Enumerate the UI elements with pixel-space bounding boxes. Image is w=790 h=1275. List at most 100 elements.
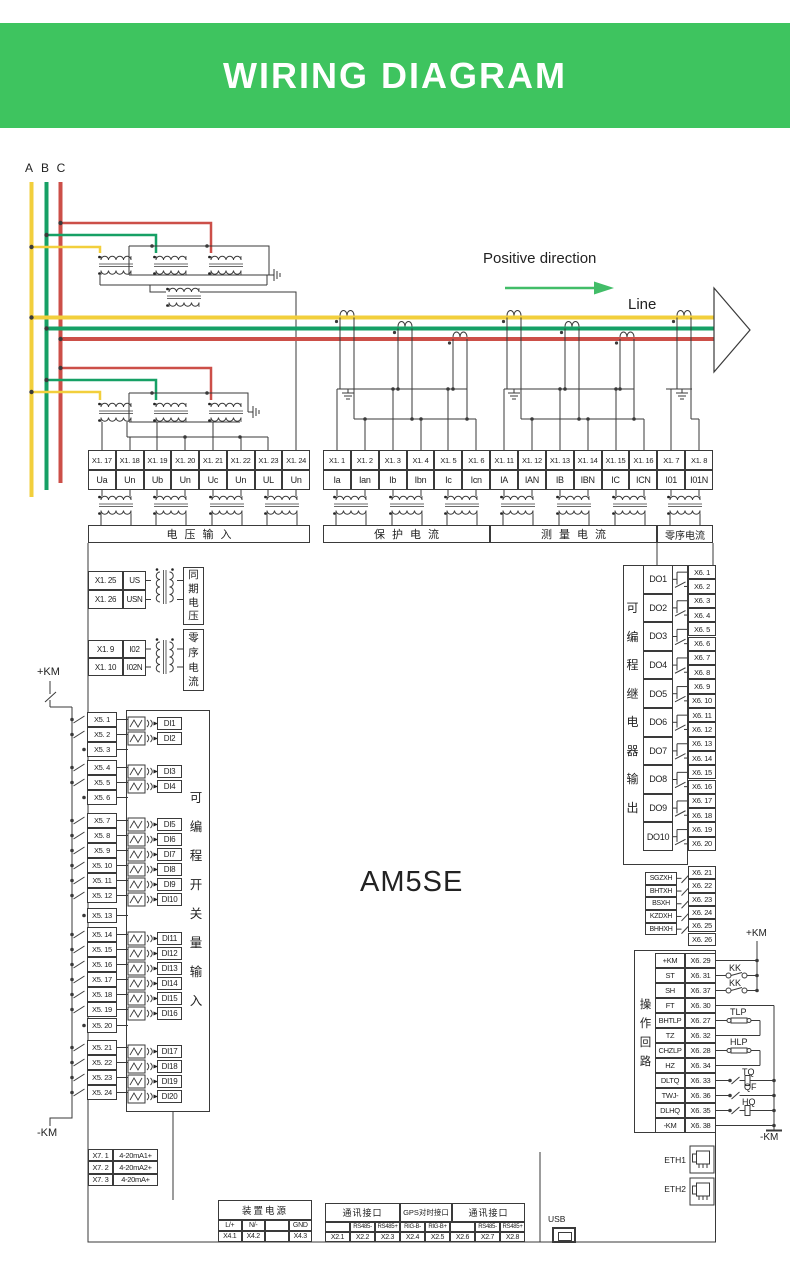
x1-terminal: X1. 2 [350,450,379,470]
comm-terminal: X2.4 [400,1232,425,1242]
x1-signal: I01N [685,470,713,490]
x1-terminal: X1. 6 [462,450,491,470]
x5-terminal: X5. 7 [87,813,117,828]
do-relay-label: DO3 [643,622,673,651]
x1-terminal: X1. 22 [226,450,255,470]
x5-terminal: X5. 10 [87,858,117,873]
comm-port-header-1: 通讯接口 [325,1203,400,1222]
op-row-label: -KM [655,1118,685,1133]
x5-terminal: X5. 1 [87,712,117,727]
x5-terminal: X5. 15 [87,942,117,957]
tlp-link-label: TLP [730,1007,747,1017]
x1-terminal: X1. 4 [406,450,435,470]
x1-terminal: X1. 18 [115,450,144,470]
x1-signal: Ua [88,470,116,490]
op-row-label: TZ [655,1028,685,1043]
x1-terminal: X1. 8 [685,450,713,470]
power-terminal: X4.3 [288,1231,312,1242]
comm-terminal: X2.1 [325,1232,350,1242]
phase-c-label: C [56,161,66,175]
x6-terminal: X6. 12 [688,722,716,737]
op-row-terminal: X6. 34 [685,1058,716,1073]
do-relay-label: DO8 [643,765,673,794]
comm-terminal: X2.7 [475,1232,500,1242]
sync-voltage-label: 同 期 电 压 [183,567,204,625]
eth1-port-label: ETH1 [664,1155,686,1165]
x1-terminal: X1. 5 [434,450,463,470]
x5-terminal: X5. 6 [87,790,117,805]
zeroseq-current-section: 零序电流 [657,525,713,543]
x6-terminal: X6. 7 [688,650,716,666]
power-terminal: X4.2 [241,1231,265,1242]
x6-terminal: X6. 3 [688,593,716,608]
di-input-label: DI6 [157,833,182,846]
x5-terminal: X5. 12 [87,888,117,903]
x1-terminal: X1. 13 [545,450,574,470]
kk-contact-label-1: KK [729,963,742,973]
x1-terminal: X1. 1 [323,450,351,470]
x1-signal: Ibn [406,470,435,490]
power-supply-header: 装置电源 [218,1200,312,1220]
x1-signal: IAN [517,470,546,490]
di-input-label: DI15 [157,992,182,1005]
op-row-terminal: X6. 38 [685,1118,716,1133]
km-minus-left-label: -KM [37,1127,58,1139]
di-section-label: 可 编 程 开 关 量 输 入 [189,791,203,1008]
di-input-label: DI11 [157,932,182,945]
x1-terminal: X1. 16 [629,450,658,470]
x1-signal: UL [254,470,283,490]
tq-coil-label: TQ [742,1067,755,1077]
x6-terminal: X6. 10 [688,693,716,708]
phase-b-label: B [40,161,49,175]
comm-signal: RS485- [350,1222,375,1232]
op-row-terminal: X6. 33 [685,1073,716,1088]
x6-terminal: X6. 6 [688,636,716,651]
x5-terminal: X5. 5 [87,775,117,790]
zeroseq-signal: I02N [123,658,146,676]
sync-signal: USN [123,590,146,609]
km-minus-right-label: -KM [760,1132,779,1143]
x1-signal: Ia [323,470,351,490]
x1-signal: IA [490,470,518,490]
do-relay-label: DO4 [643,650,673,680]
comm-signal [325,1222,350,1232]
x7-terminal: X7. 2 [88,1161,113,1174]
x1-signal: IC [601,470,630,490]
comm-terminal: X2.2 [350,1232,375,1242]
di-input-label: DI8 [157,863,182,876]
di-input-label: DI19 [157,1075,182,1088]
x1-signal: Un [115,470,144,490]
x1-signal: Un [226,470,255,490]
di-input-label: DI2 [157,732,182,745]
x1-signal: Ian [350,470,379,490]
x6-terminal: X6. 23 [688,892,716,906]
x1-signal: I01 [657,470,686,490]
do-relay-label: DO2 [643,593,673,623]
usb-port [552,1227,576,1243]
measure-current-section: 测量电流 [490,525,657,543]
x1-signal: Un [282,470,310,490]
x6-terminal: X6. 20 [688,836,716,851]
op-row-label: DLTQ [655,1073,685,1088]
x5-terminal: X5. 2 [87,727,117,742]
di-input-label: DI17 [157,1045,182,1058]
do-relay-label: DO1 [643,565,673,594]
op-row-label: CHZLP [655,1043,685,1058]
op-row-terminal: X6. 29 [685,953,716,968]
signal-output-label: BHTXH [645,884,677,898]
x1-terminal: X1. 14 [573,450,602,470]
do-relay-label: DO6 [643,708,673,737]
power-terminal [265,1231,289,1242]
x6-terminal: X6. 9 [688,679,716,694]
comm-signal [450,1222,475,1232]
op-section-label: 操 作 回 路 [639,999,652,1068]
op-row-terminal: X6. 35 [685,1103,716,1118]
comm-terminal: X2.3 [375,1232,400,1242]
op-row-label: ST [655,968,685,983]
do-relay-label: DO7 [643,736,673,766]
di-input-label: DI14 [157,977,182,990]
power-terminal: X4.1 [218,1231,242,1242]
x6-terminal: X6. 18 [688,808,716,823]
x1-terminal: X1. 11 [490,450,518,470]
